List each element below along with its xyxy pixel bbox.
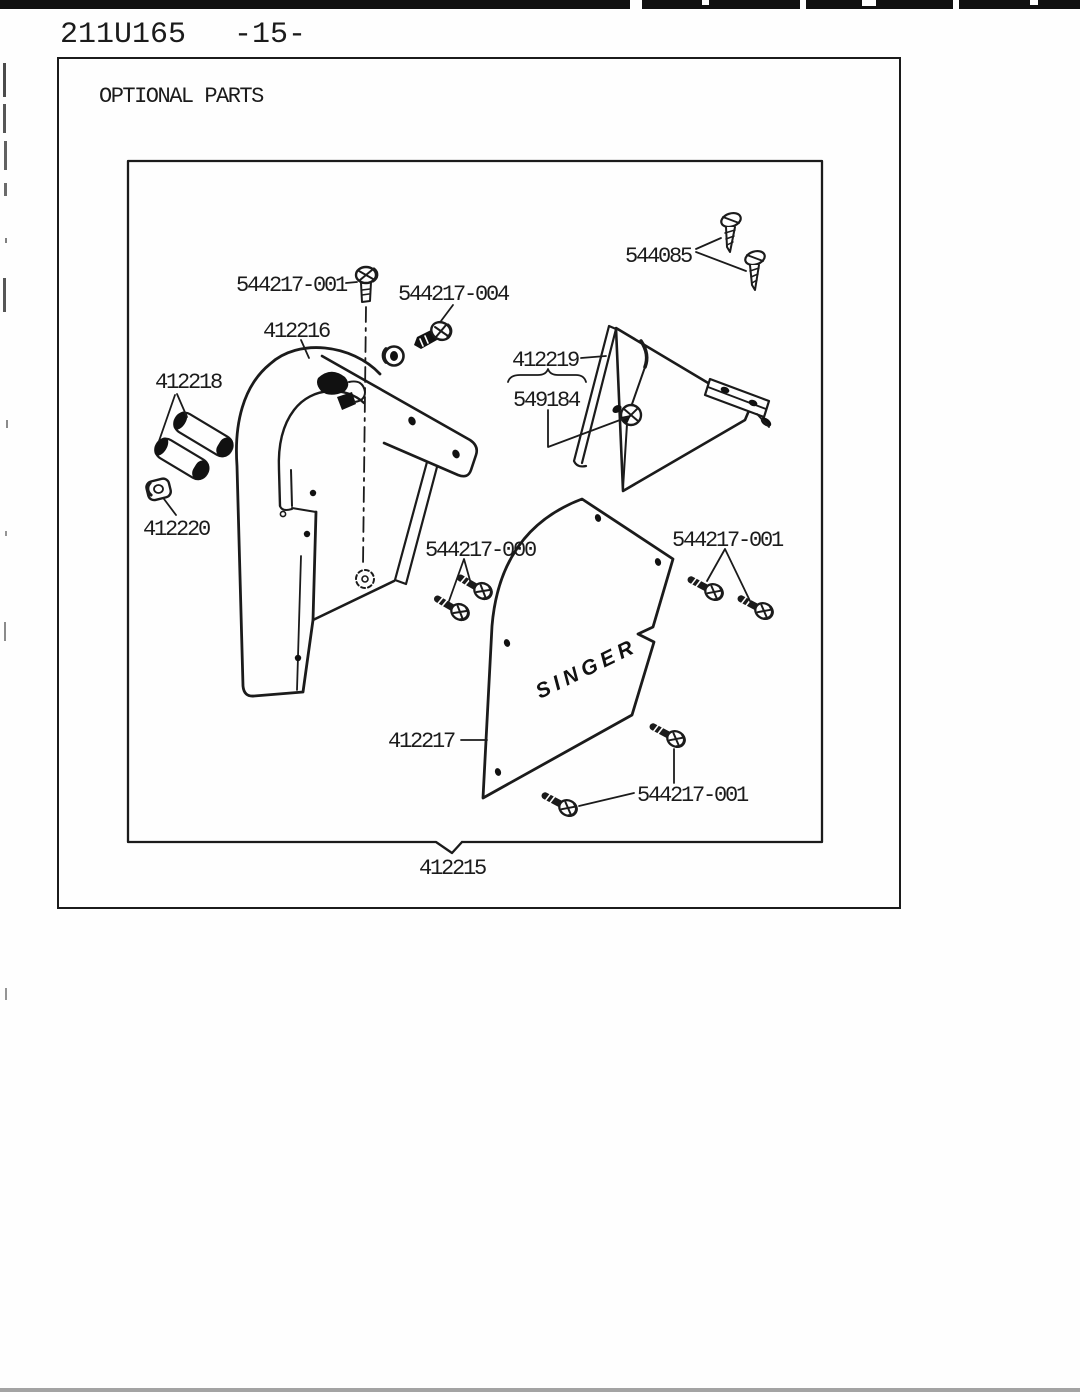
speed-nut-drawing [355, 569, 375, 589]
part-label-singer-plate: 412217 [388, 729, 455, 754]
brace [507, 368, 587, 383]
figure-number-label: 412215 [419, 856, 486, 881]
doc-number: 211U165 [60, 18, 187, 52]
flat-screws-drawing [433, 574, 774, 818]
singer-plate-drawing: SINGER [481, 497, 675, 800]
screw-drawing [649, 723, 686, 749]
band-gap [862, 0, 876, 6]
part-label-wood-screws: 544085 [625, 244, 692, 269]
belt-guard-drawing [235, 346, 479, 698]
nut-drawing [145, 477, 172, 502]
outer-frame [57, 57, 901, 909]
part-label-screws-lower-right: 544217-001 [672, 528, 784, 553]
part-label-rear-guard-screw: 549184 [513, 388, 581, 413]
washer-drawing [381, 345, 405, 367]
part-label-screw-top: 544217-001 [236, 273, 348, 298]
band-gap [702, 0, 709, 5]
screw-drawing [433, 595, 470, 622]
part-label-screw-upper-right: 544217-004 [398, 282, 510, 307]
pins-drawing [154, 411, 234, 481]
inner-frame [126, 159, 824, 855]
part-label-belt-guard: 412216 [263, 319, 330, 344]
rear-guard-drawing [572, 324, 772, 493]
part-label-screws-lower-left: 544217-000 [425, 538, 536, 563]
center-line [355, 306, 375, 589]
screw-drawing [737, 595, 774, 621]
scan-bottom-line [0, 1388, 1080, 1392]
screw-drawing [541, 792, 578, 818]
wood-screws-drawing [720, 211, 766, 291]
screw-drawing-top [354, 265, 379, 303]
screw-drawing-upper-right [414, 320, 453, 349]
band-gap [800, 0, 806, 9]
section-title: OPTIONAL PARTS [99, 84, 264, 109]
document-header: 211U165 -15- [60, 18, 306, 52]
page-number: -15- [234, 18, 307, 52]
screw-drawing [687, 576, 724, 602]
screw-drawing [456, 574, 493, 601]
band-gap [953, 0, 959, 9]
part-label-nut: 412220 [143, 517, 210, 542]
band-gap [630, 0, 642, 9]
band-gap [1030, 0, 1038, 5]
leader-lines [158, 237, 752, 807]
part-label-rear-guard: 412219 [512, 348, 579, 373]
part-label-pins: 412218 [155, 370, 222, 395]
part-label-screw-bottom: 544217-001 [637, 783, 749, 808]
scan-top-band [0, 0, 1080, 9]
